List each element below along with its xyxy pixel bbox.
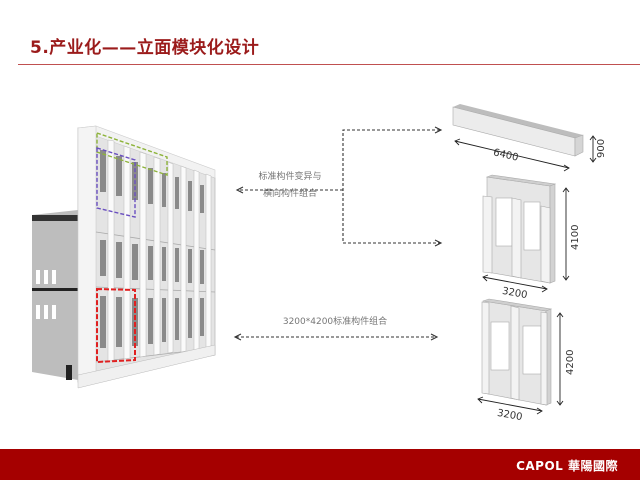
component-horizontal-beam: [452, 104, 584, 157]
annotation-standard-combination: 3200*4200标准构件组合: [282, 317, 388, 327]
main-facade: [77, 125, 216, 389]
connector-arrows: [236, 129, 440, 338]
highlight-standard-frame: [96, 287, 136, 364]
footer-bar: CAPOL 華陽國際: [0, 449, 640, 480]
component-standard-frame: [481, 298, 553, 406]
adjacent-building: [32, 210, 78, 380]
annotation-line-1: 标准构件变异与: [258, 172, 322, 182]
slide-title: 5.产业化——立面模块化设计: [30, 38, 260, 58]
highlight-variant-frame: [96, 147, 136, 218]
highlight-horizontal-beam: [96, 132, 168, 176]
annotation-variant-combination: 标准构件变异与 横向构件组合: [245, 171, 335, 201]
standard-frame-height-label: 4200: [565, 349, 576, 375]
brand-logo-text: CAPOL 華陽國際: [516, 459, 618, 473]
beam-height-label: 900: [596, 138, 607, 158]
variant-frame-height-label: 4100: [570, 224, 581, 250]
annotation-line-2: 横向构件组合: [262, 189, 317, 199]
title-divider: [18, 64, 640, 65]
component-variant-frame: [482, 174, 557, 284]
